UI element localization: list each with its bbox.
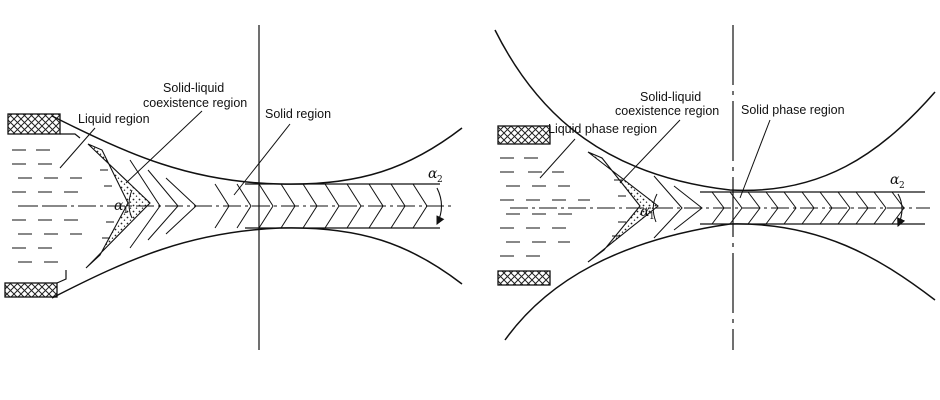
right-liquid-leader bbox=[539, 138, 576, 179]
right-alpha2-angle-label: α 2 bbox=[890, 172, 905, 191]
right-solid-leader bbox=[739, 119, 771, 199]
right-coexistence-label-line2: coexistence region bbox=[615, 104, 719, 118]
right-upper-roll-curve bbox=[494, 29, 936, 192]
solidification-front bbox=[837, 191, 851, 225]
right-coexistence-leader bbox=[619, 119, 681, 184]
solidification-front bbox=[236, 183, 252, 229]
left-alpha2-arc bbox=[436, 187, 445, 225]
right-liquid-dashes bbox=[500, 157, 626, 257]
svg-text:α: α bbox=[428, 166, 438, 182]
left-nozzle-bottom-block bbox=[4, 282, 58, 298]
left-nozzle-top-block bbox=[7, 113, 61, 135]
left-coexistence-leader bbox=[125, 110, 203, 184]
right-solid-phase-label: Solid phase region bbox=[741, 103, 845, 117]
right-alpha1-arc bbox=[652, 193, 658, 223]
right-coexistence-label-line1: Solid-liquid bbox=[640, 90, 701, 104]
left-liquid-leader bbox=[59, 127, 96, 169]
right-nozzle-bottom-block bbox=[497, 270, 551, 286]
right-alpha2-arc bbox=[897, 193, 906, 228]
left-solidification-fronts bbox=[129, 159, 428, 249]
solidification-front bbox=[147, 169, 179, 241]
right-coexistence-zone bbox=[587, 151, 659, 263]
solidification-front bbox=[258, 183, 274, 229]
right-liquid-phase-label: Liquid phase region bbox=[548, 122, 657, 136]
right-nozzle-top-block bbox=[497, 125, 551, 145]
svg-text:2: 2 bbox=[899, 181, 905, 191]
solidification-front bbox=[873, 191, 887, 225]
left-alpha2-angle-label: α 2 bbox=[428, 166, 443, 185]
svg-text:2: 2 bbox=[437, 175, 443, 185]
right-lower-roll-curve bbox=[504, 223, 936, 341]
svg-text:α: α bbox=[890, 172, 900, 188]
right-panel: Liquid phase region Solid-liquid coexist… bbox=[494, 25, 936, 350]
left-nozzle-upper-edge bbox=[60, 133, 81, 139]
svg-text:1: 1 bbox=[649, 212, 655, 222]
svg-text:α: α bbox=[114, 198, 124, 214]
left-liquid-region-label: Liquid region bbox=[78, 112, 150, 126]
right-solidification-fronts bbox=[653, 175, 905, 239]
left-alpha1-arc bbox=[128, 189, 133, 219]
left-solid-region-label: Solid region bbox=[265, 107, 331, 121]
svg-text:α: α bbox=[640, 204, 650, 220]
right-alpha1-angle-label: α 1 bbox=[640, 204, 655, 222]
left-alpha1-angle-label: α 1 bbox=[114, 198, 129, 216]
left-coexistence-label-line1: Solid-liquid bbox=[163, 81, 224, 95]
left-panel: Liquid region Solid-liquid coexistence r… bbox=[4, 25, 463, 350]
left-solid-leader bbox=[233, 123, 291, 196]
solidification-front bbox=[653, 175, 683, 239]
left-coexistence-label-line2: coexistence region bbox=[143, 96, 247, 110]
left-nozzle-lower-edge bbox=[56, 270, 67, 284]
svg-text:1: 1 bbox=[123, 206, 129, 216]
